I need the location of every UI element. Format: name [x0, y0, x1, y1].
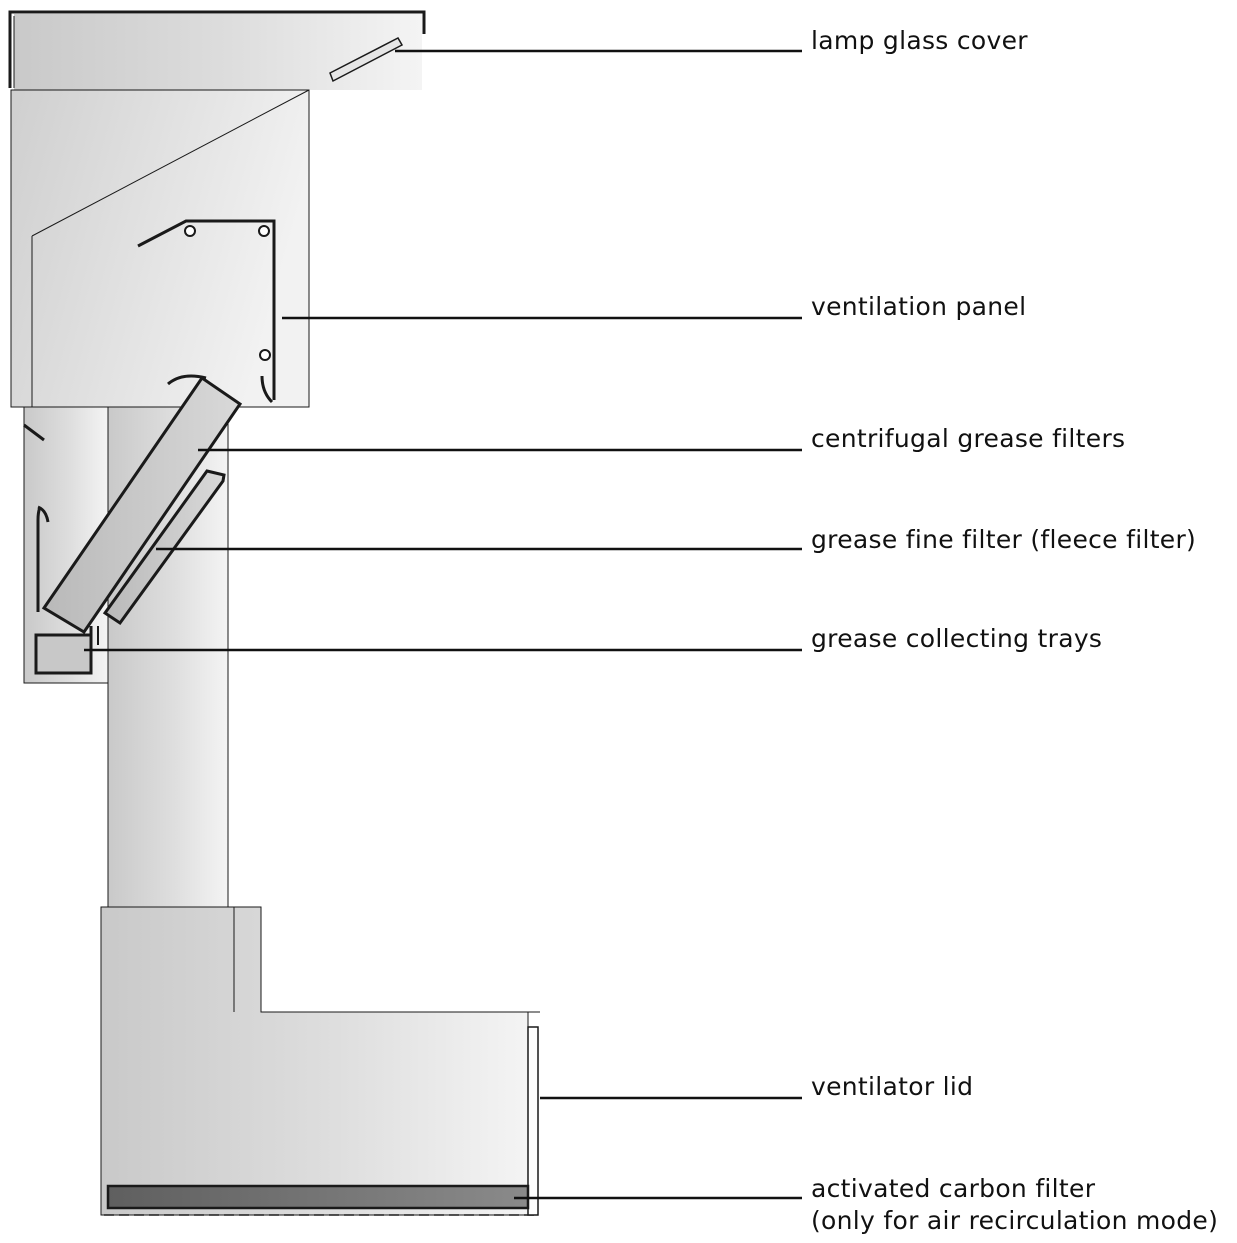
label-grease-collecting-trays: grease collecting trays [811, 624, 1103, 653]
label-lamp-glass-cover: lamp glass cover [811, 26, 1028, 55]
label-ventilator-lid: ventilator lid [811, 1072, 974, 1101]
grease-fine-filter-shape [102, 469, 226, 626]
ventilator-base [100, 906, 540, 1216]
lamp-housing [8, 10, 426, 90]
label-activated-carbon-filter: activated carbon filter (only for air re… [811, 1173, 1218, 1237]
activated-carbon-filter-shape [106, 1184, 530, 1210]
centrifugal-grease-filter-shape [41, 374, 243, 635]
label-grease-fine-filter: grease fine filter (fleece filter) [811, 525, 1197, 554]
label-ventilation-panel: ventilation panel [811, 292, 1027, 321]
label-activated-carbon-filter-line1: activated carbon filter [811, 1174, 1096, 1203]
label-activated-carbon-filter-line2: (only for air recirculation mode) [811, 1206, 1219, 1235]
leader-lines [84, 49, 802, 1200]
lamp-glass-cover-shape [329, 37, 404, 83]
label-centrifugal-grease-filters: centrifugal grease filters [811, 424, 1126, 453]
grease-collecting-tray-shape [34, 626, 99, 675]
ventilation-panel-frame [137, 219, 276, 404]
ventilator-lid-shape [527, 1026, 539, 1216]
